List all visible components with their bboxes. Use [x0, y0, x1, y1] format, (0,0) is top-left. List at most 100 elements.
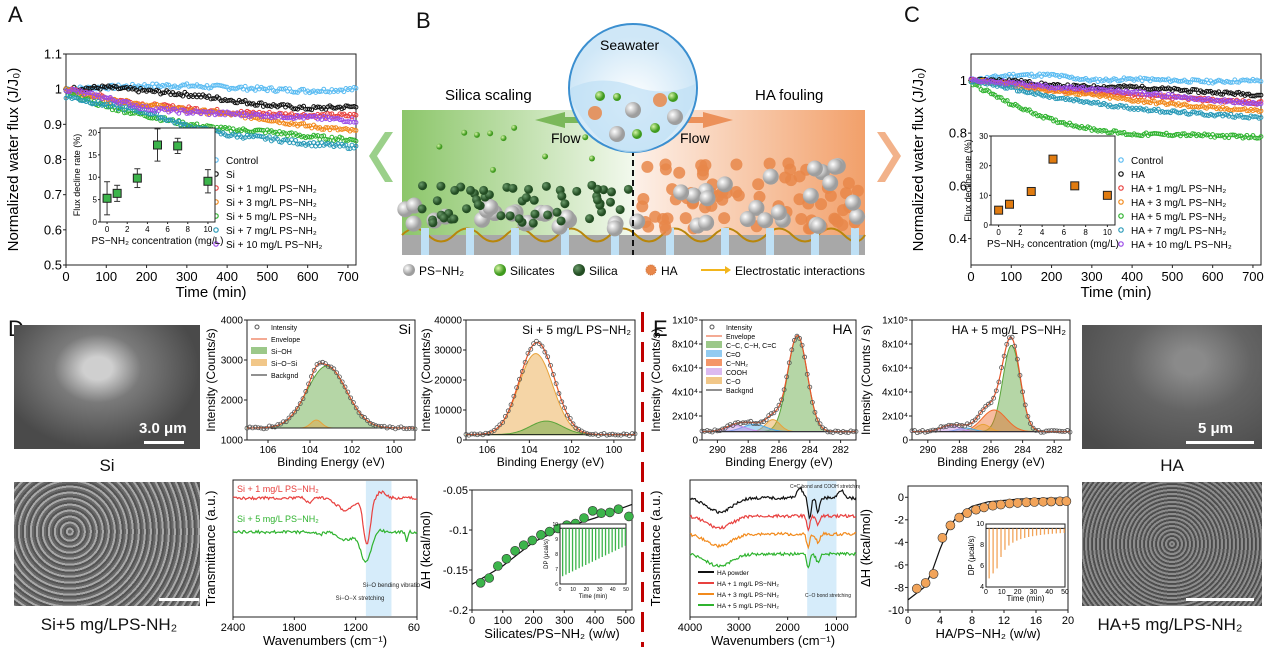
inset-data-point: [1048, 154, 1058, 164]
intensity-point: [359, 413, 365, 419]
data-point: [1234, 90, 1240, 96]
data-point: [208, 109, 214, 115]
intensity-point: [972, 417, 978, 423]
intensity-point: [325, 363, 331, 369]
intensity-point: [797, 335, 802, 341]
inset-x-tick-label: 4: [145, 225, 150, 234]
silica-particle: [605, 197, 615, 207]
data-point: [89, 90, 95, 96]
chart-title: Si: [399, 321, 411, 337]
itc-data-point: [484, 573, 495, 583]
intensity-point: [917, 429, 923, 435]
y-axis-label: Intensity (Counts/s): [650, 328, 663, 431]
ha-particle: [732, 189, 745, 202]
legend-label: Control: [1131, 156, 1163, 167]
scale-label-ha: 5 μm: [1198, 420, 1234, 437]
ha-particle: [763, 157, 776, 170]
y-tick-label: 20000: [434, 376, 462, 387]
x-tick-label: 400: [586, 615, 604, 627]
legend-marker: [213, 227, 219, 233]
membrane-pore: [466, 228, 474, 255]
ha-particle: [637, 192, 650, 205]
ps-nh2-particle: [699, 190, 716, 207]
legend-silicates: Silicates: [510, 264, 555, 278]
data-point: [190, 83, 196, 89]
x-tick-label: 282: [1046, 445, 1063, 456]
legend-label: Intensity: [271, 325, 298, 332]
itc-data-point: [475, 578, 486, 588]
data-point: [1031, 83, 1036, 89]
itc-data-point: [1061, 496, 1072, 507]
intensity-point: [250, 425, 255, 431]
silica-particle: [615, 205, 625, 215]
silica-particle: [560, 199, 570, 209]
intensity-point: [799, 342, 805, 348]
data-point: [252, 87, 258, 93]
legend-swatch: [706, 359, 722, 366]
y-axis-label: Intensity (Counts/s): [205, 328, 218, 431]
diagram-legend: PS−NH₂ Silicates Silica HA Electrostatic…: [403, 264, 865, 278]
intensity-point: [278, 421, 283, 427]
intensity-point: [536, 341, 542, 346]
silica-particle: [450, 185, 460, 195]
membrane-pore: [851, 228, 859, 255]
intensity-point: [1028, 421, 1033, 426]
intensity-point: [295, 406, 300, 411]
intensity-point: [802, 354, 808, 360]
data-point: [1244, 108, 1250, 114]
intensity-point: [725, 423, 731, 429]
data-point: [1169, 100, 1175, 106]
data-point: [1216, 77, 1222, 83]
intensity-point: [618, 432, 624, 438]
ps-nh2-particle: [845, 194, 862, 211]
inset-x-tick-label: 50: [623, 587, 629, 593]
data-point: [113, 102, 119, 108]
data-point: [1097, 102, 1103, 108]
y-tick-label: 6x10⁴: [672, 364, 698, 375]
intensity-point: [957, 423, 962, 428]
inset-x-tick-label: 8: [1083, 228, 1088, 237]
x-tick-label: 100: [606, 445, 623, 456]
data-point: [236, 84, 242, 90]
intensity-point: [1009, 334, 1015, 340]
intensity-point: [545, 354, 551, 360]
data-point: [323, 125, 329, 130]
itc-data-point: [605, 507, 615, 518]
intensity-point: [812, 409, 818, 415]
intensity-point: [848, 428, 854, 434]
data-point: [122, 85, 127, 91]
intensity-point: [1059, 428, 1065, 434]
y-tick-label: 2x10⁴: [882, 412, 908, 423]
x-tick-label: 290: [919, 445, 936, 456]
ps-nh2-particle: [822, 175, 839, 192]
intensity-point: [497, 422, 503, 428]
intensity-point: [275, 422, 281, 428]
x-tick-label: 288: [951, 445, 968, 456]
silica-particle: [479, 185, 489, 195]
data-point: [271, 111, 276, 117]
data-point: [194, 109, 200, 114]
data-point: [1218, 91, 1224, 97]
intensity-point: [925, 429, 931, 434]
intensity-point: [909, 428, 915, 434]
data-point: [1089, 86, 1095, 91]
legend-label: Si + 7 mg/L PS−NH₂: [226, 226, 317, 237]
ha-particle: [659, 223, 672, 236]
intensity-point: [556, 391, 562, 396]
inset-y-tick-label: 15: [88, 151, 97, 160]
data-point: [1163, 102, 1169, 108]
data-point: [1230, 132, 1236, 138]
y-axis-label: ΔH (kcal/mol): [860, 509, 873, 587]
intensity-point: [350, 400, 356, 405]
plot-frame: [232, 479, 418, 618]
x-tick-label: 0: [62, 269, 69, 284]
intensity-point: [514, 385, 520, 391]
intensity-point: [320, 359, 325, 365]
x-tick-label: 104: [302, 445, 319, 456]
legend-marker: [1118, 185, 1124, 191]
series-0: [968, 71, 1264, 86]
x-tick-label: 700: [337, 269, 359, 284]
data-point: [1083, 99, 1089, 105]
data-point: [351, 119, 357, 125]
intensity-point: [1043, 428, 1049, 434]
